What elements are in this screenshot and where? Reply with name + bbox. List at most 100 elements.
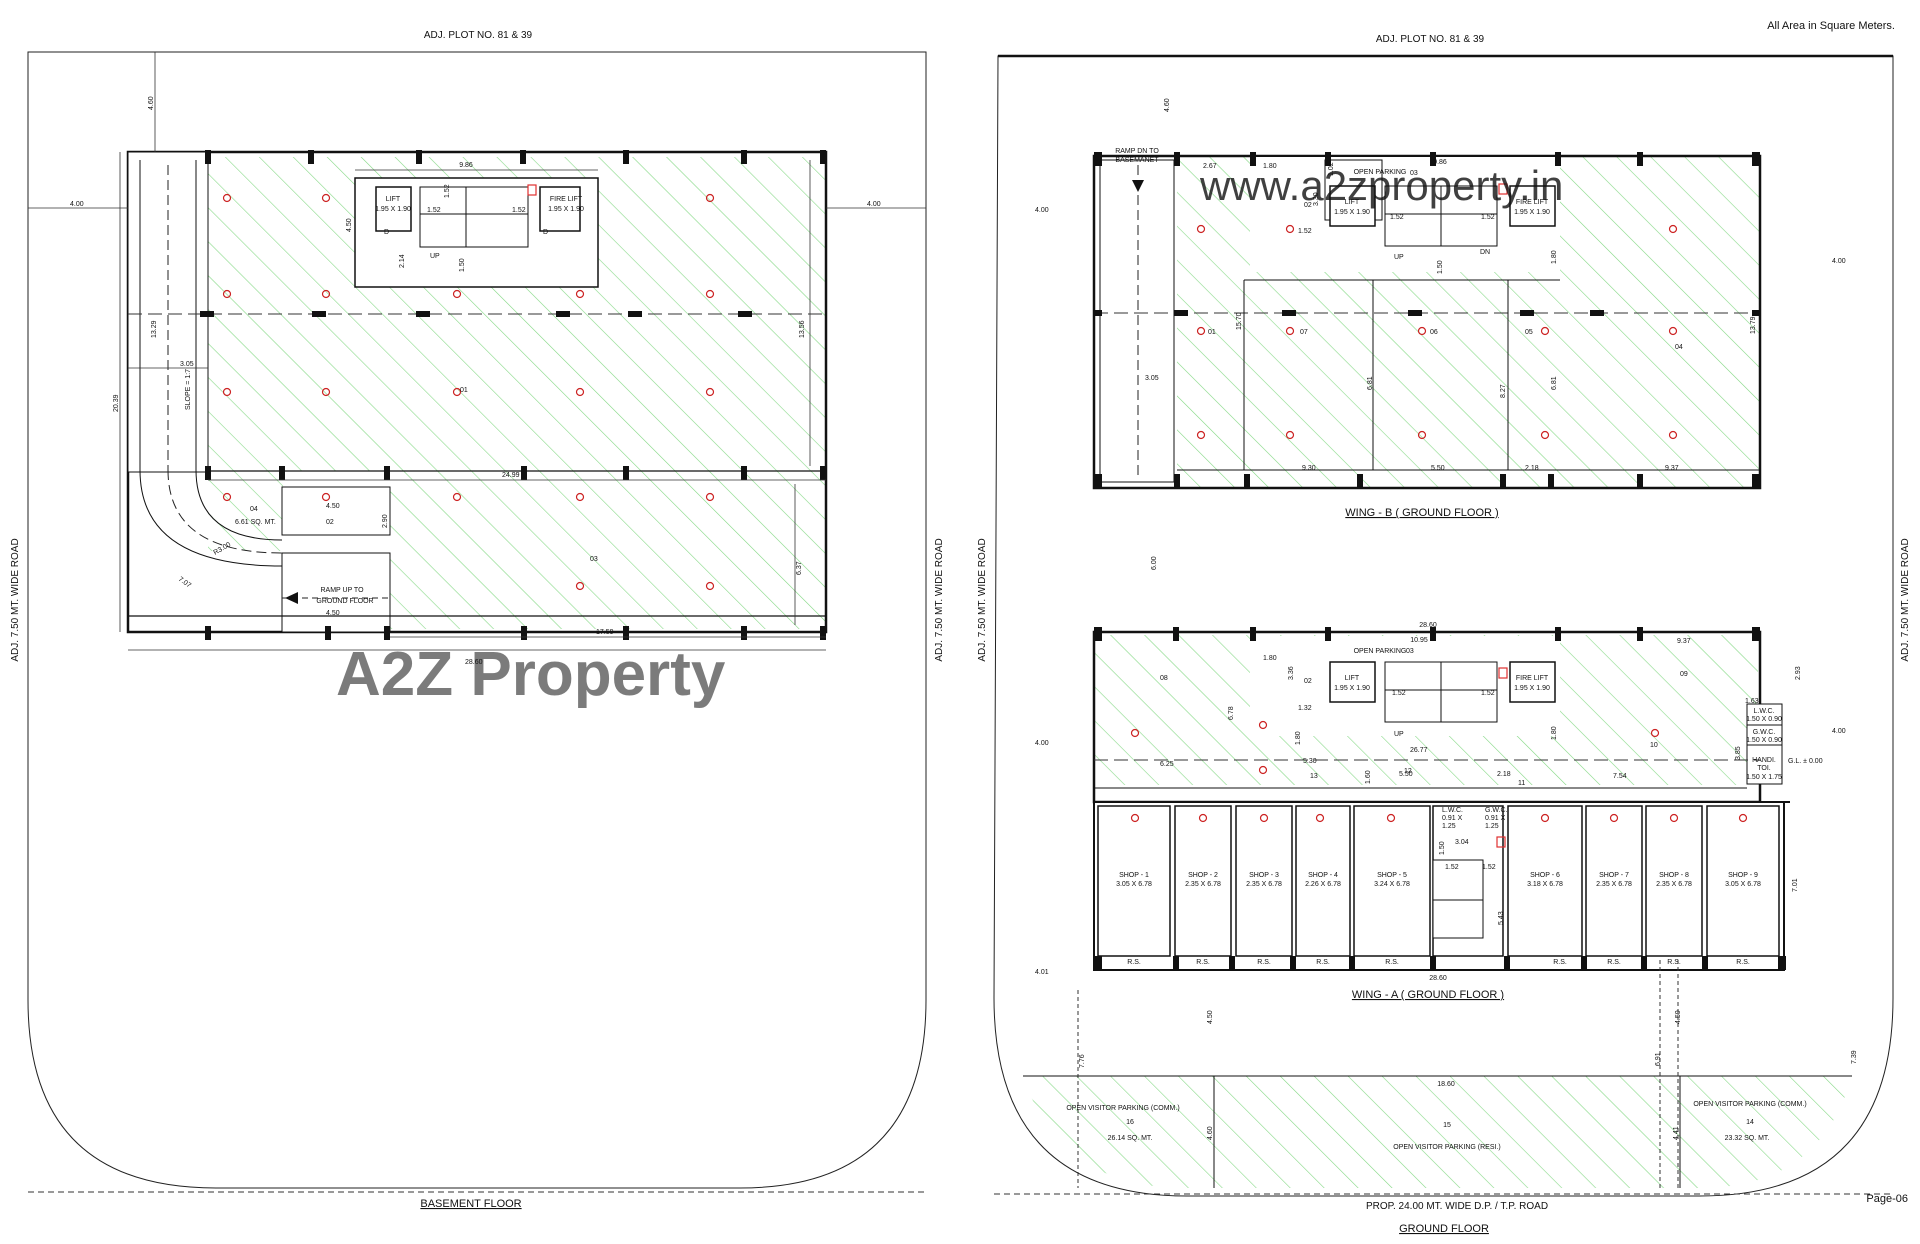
- basement-lift-size: 1.95 X 1.90: [375, 206, 411, 213]
- basement-dim-12: 3.05: [180, 361, 194, 368]
- basement-left-road: ADJ. 7.50 MT. WIDE ROAD: [10, 538, 21, 661]
- shop-3-size: 2.35 X 6.78: [1246, 881, 1282, 888]
- rs-4: R.S.: [1316, 959, 1330, 966]
- ramp-arrow-icon: [285, 592, 298, 604]
- basement-fire-lift: [539, 186, 581, 232]
- basement-ramp-curve-outer: [139, 469, 283, 567]
- basement-columns: [200, 150, 826, 640]
- shop-labels: SHOP - 1 3.05 X 6.78 SHOP - 2 2.35 X 6.7…: [1116, 872, 1761, 888]
- parking-dim-2: 4.50: [1207, 1010, 1214, 1024]
- wing-a-room-02: 02: [1304, 678, 1312, 685]
- ground-bottom-road: PROP. 24.00 MT. WIDE D.P. / T.P. ROAD: [1366, 1201, 1548, 1212]
- wing-a-dim-6: 1.52: [1392, 690, 1406, 697]
- wing-a-up: UP: [1394, 731, 1404, 738]
- basement-dim-19: 4.50: [326, 610, 340, 617]
- basement-lift: [375, 186, 412, 232]
- wing-a-dim-8: 2.93: [1795, 666, 1802, 680]
- parking-comm-left-no: 16: [1126, 1119, 1134, 1126]
- wing-a-dim-17: 2.18: [1497, 771, 1511, 778]
- wing-a-fire-lift-size: 1.95 X 1.90: [1514, 685, 1550, 692]
- basement-ramp-label-2: GROUND FLOOR: [316, 598, 373, 605]
- parking-comm-right-area: 23.32 SQ. MT.: [1725, 1135, 1770, 1142]
- wing-b-dim-0: 4.60: [1164, 98, 1171, 112]
- wing-a-dim-14: 26.77: [1410, 747, 1428, 754]
- rs-5: R.S.: [1385, 959, 1399, 966]
- wing-a-dim-11: 6.78: [1228, 706, 1235, 720]
- basement-dim-4: 1.52: [444, 184, 451, 198]
- wing-b-dim-13: 15.70: [1236, 312, 1243, 330]
- wing-b-dim-23: 6.00: [1151, 556, 1158, 570]
- wing-b-dim-12: 1.80: [1551, 250, 1558, 264]
- basement-door-1: D: [384, 229, 389, 236]
- basement-dim-1: 4.00: [70, 201, 84, 208]
- wing-b-ramp-2: BASEMANET: [1115, 157, 1159, 164]
- rs-7: R.S.: [1607, 959, 1621, 966]
- shop-1-name: SHOP - 1: [1119, 872, 1149, 879]
- basement-dim-11: 13.56: [799, 320, 806, 338]
- wing-b-open-parking: OPEN PARKING: [1354, 169, 1407, 176]
- wing-a-dim-2: 9.37: [1677, 638, 1691, 645]
- fire-lift-icon: [527, 184, 537, 196]
- rolling-shutter-labels: R.S. R.S. R.S. R.S. R.S. R.S. R.S. R.S. …: [1127, 959, 1750, 966]
- shop-9-name: SHOP - 9: [1728, 872, 1758, 879]
- gwc-small-label: G.W.C.: [1485, 807, 1508, 814]
- wing-a-open-parking: OPEN PARKING: [1354, 648, 1407, 655]
- rs-2: R.S.: [1196, 959, 1210, 966]
- fire-lift-icon-2: [1496, 836, 1506, 848]
- basement-dim-7: 4.50: [346, 218, 353, 232]
- ramp-down-arrow-icon: [1132, 180, 1144, 192]
- basement-floor-plan: ADJ. PLOT NO. 81 & 39 ADJ. 7.50 MT. WIDE…: [10, 30, 945, 1210]
- rs-6: R.S.: [1553, 959, 1567, 966]
- handi-size: 1.50 X 1.75: [1746, 774, 1782, 781]
- wing-b-title: WING - B ( GROUND FLOOR ): [1345, 507, 1498, 519]
- basement-dim-3: 9.86: [459, 162, 473, 169]
- ground-floor-plan: ADJ. PLOT NO. 81 & 39 ADJ. 7.50 MT. WIDE…: [977, 34, 1911, 1235]
- basement-dim-16: 2.90: [382, 514, 389, 528]
- wing-a-dim-13: 5.30: [1303, 758, 1317, 765]
- basement-room-02-label: 02: [326, 519, 334, 526]
- wing-a-lift-size: 1.95 X 1.90: [1334, 685, 1370, 692]
- lwc-small-size2: 1.25: [1442, 823, 1456, 830]
- rs-3: R.S.: [1257, 959, 1271, 966]
- basement-dim-6: 1.52: [512, 207, 526, 214]
- basement-title: BASEMENT FLOOR: [420, 1198, 521, 1210]
- wing-b-room-05: 05: [1525, 329, 1533, 336]
- basement-hatch-04: [208, 471, 283, 551]
- wing-a-room-03: 03: [1406, 648, 1414, 655]
- wing-a-dim-22: 1.52: [1482, 864, 1496, 871]
- wing-b-dim-5: 1.02: [1328, 162, 1335, 176]
- gwc-size: 1.50 X 0.90: [1746, 737, 1782, 744]
- parking-dim-1: 7.76: [1079, 1054, 1086, 1068]
- basement-dimension-lines: [28, 52, 926, 651]
- basement-top-road: ADJ. PLOT NO. 81 & 39: [424, 30, 533, 41]
- parking-dim-3: 4.60: [1207, 1126, 1214, 1140]
- ground-site-boundary: [993, 55, 1894, 1197]
- basement-room-02: [281, 486, 391, 536]
- wing-a-room-09: 09: [1680, 671, 1688, 678]
- basement-ramp-label-1: RAMP UP TO: [320, 587, 364, 594]
- wing-a-room-12: 12: [1404, 768, 1412, 775]
- wing-a-dim-5: 1.32: [1298, 705, 1312, 712]
- basement-dim-9: 1.50: [459, 258, 466, 272]
- basement-dim-10: 13.29: [151, 320, 158, 338]
- lwc-size: 1.50 X 0.90: [1746, 716, 1782, 723]
- parking-dim-7: 4.50: [1675, 1010, 1682, 1024]
- wing-b-dim-21: 2.18: [1525, 465, 1539, 472]
- wing-a-dim-27: 1.63: [1745, 698, 1759, 705]
- wing-b-room-02: 02: [1304, 202, 1312, 209]
- shop-8-name: SHOP - 8: [1659, 872, 1689, 879]
- shop-6-size: 3.18 X 6.78: [1527, 881, 1563, 888]
- lwc-small-size: 0.91 X: [1442, 815, 1463, 822]
- wing-a-dim-16: 5.50: [1399, 771, 1413, 778]
- basement-dim-17: 6.37: [796, 561, 803, 575]
- basement-dim-15: 4.50: [326, 503, 340, 510]
- lwc-label: L.W.C.: [1753, 708, 1774, 715]
- parking-comm-left-area: 26.14 SQ. MT.: [1108, 1135, 1153, 1142]
- wing-b-dim-17: 8.27: [1500, 384, 1507, 398]
- wing-b-room-06: 06: [1430, 329, 1438, 336]
- wing-b-dim-18: 6.81: [1551, 376, 1558, 390]
- wing-b-lift: LIFT: [1345, 199, 1360, 206]
- wing-a-room-08: 08: [1160, 675, 1168, 682]
- wing-a-dim-19: 1.50: [1439, 841, 1446, 855]
- wing-a-dim-0: 28.60: [1419, 622, 1437, 629]
